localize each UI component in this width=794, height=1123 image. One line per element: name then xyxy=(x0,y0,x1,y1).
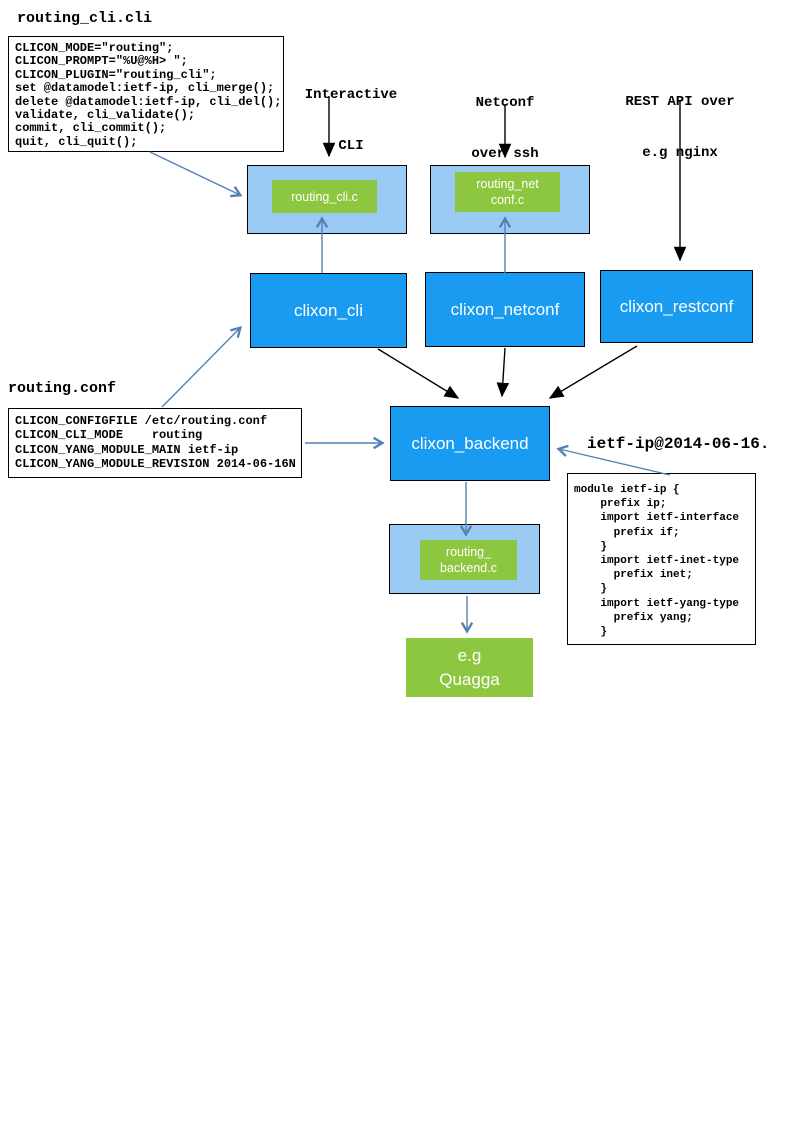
quagga-node: e.g Quagga xyxy=(406,638,533,697)
interactive-cli-label-line2: CLI xyxy=(338,138,364,154)
conf-file-title: routing.conf xyxy=(8,380,117,397)
routing-netconf-c-label-line1: routing_net xyxy=(476,177,539,191)
rest-api-label-line2: e.g nginx xyxy=(642,145,718,161)
cli-file-title: routing_cli.cli xyxy=(17,10,153,27)
routing-backend-c-node: routing_ backend.c xyxy=(420,540,517,580)
netconf-label-line2: over ssh xyxy=(471,146,539,162)
arrow-clifile-to-plugin xyxy=(149,151,243,198)
routing-backend-c-label-line2: backend.c xyxy=(440,561,497,575)
rest-api-label-line1: REST API over xyxy=(625,94,735,110)
routing-cli-c-node: routing_cli.c xyxy=(272,180,377,213)
rest-api-label: REST API over e.g nginx xyxy=(615,60,745,196)
clixon-backend-label: clixon_backend xyxy=(411,433,529,453)
netconf-label-line1: Netconf xyxy=(475,95,535,111)
clixon-cli-node: clixon_cli xyxy=(250,273,407,348)
netconf-label: Netconf over ssh xyxy=(445,61,565,197)
yang-module-code-box: module ietf-ip { prefix ip; import ietf-… xyxy=(567,473,756,645)
cli-file-code-box: CLICON_MODE="routing";CLICON_PROMPT="%U@… xyxy=(8,36,284,152)
clixon-netconf-label: clixon_netconf xyxy=(450,299,560,319)
interactive-cli-label: Interactive CLI xyxy=(291,53,411,189)
clixon-restconf-node: clixon_restconf xyxy=(600,270,753,343)
quagga-label-line1: e.g xyxy=(457,645,482,665)
yang-module-label: ietf-ip@2014-06-16. xyxy=(587,435,770,453)
arrow-conf-to-clixon-cli xyxy=(161,326,242,408)
arrow-netconf-to-backend xyxy=(496,347,510,398)
clixon-restconf-label: clixon_restconf xyxy=(619,296,734,316)
routing-netconf-c-node: routing_net conf.c xyxy=(455,172,560,212)
clixon-netconf-node: clixon_netconf xyxy=(425,272,585,347)
quagga-label-line2: Quagga xyxy=(439,669,500,689)
routing-cli-c-label: routing_cli.c xyxy=(291,189,358,204)
interactive-cli-label-line1: Interactive xyxy=(304,87,398,103)
routing-backend-c-label-line1: routing_ xyxy=(445,545,492,559)
arrow-cli-to-backend xyxy=(377,348,460,399)
routing-netconf-c-label-line2: conf.c xyxy=(490,193,525,207)
clixon-cli-label: clixon_cli xyxy=(294,300,363,320)
arrow-restconf-to-backend xyxy=(548,345,638,399)
clixon-backend-node: clixon_backend xyxy=(390,406,550,481)
